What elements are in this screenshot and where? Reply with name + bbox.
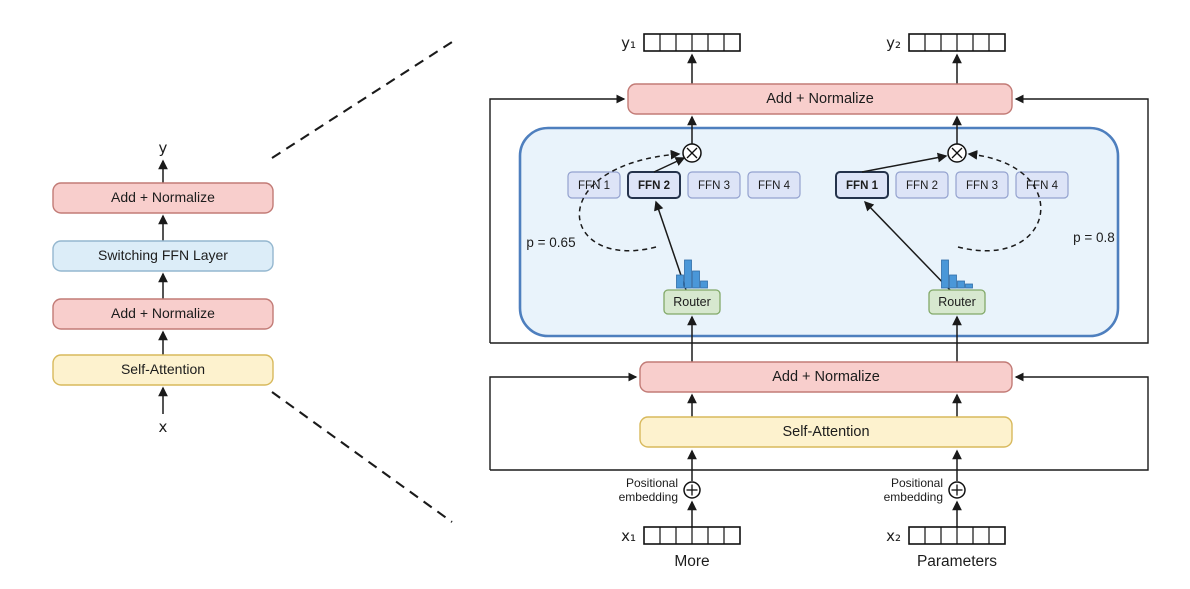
gate-cross: [686, 147, 698, 159]
output-y-label: y: [159, 139, 168, 157]
ffn1-label: FFN 1: [578, 180, 610, 192]
ffn3-label: FFN 3: [966, 180, 998, 192]
router-label-right: Router: [938, 295, 976, 309]
positional-embedding-line1: Positional: [626, 476, 678, 490]
zoom-connector-top: [271, 41, 453, 159]
add-normalize-mid-box: [639, 361, 1013, 393]
add-normalize-mid-label: Add + Normalize: [772, 369, 880, 385]
gate-probability-loop: [578, 149, 681, 252]
right-detail-panel: y₁ y₂ Add + Normalize: [489, 33, 1149, 570]
switching-ffn-container: [518, 126, 1120, 338]
router-histogram-right: [941, 259, 973, 289]
positional-embedding-left: Positional embedding: [619, 449, 701, 527]
ffn2-box: [895, 171, 949, 199]
switching-ffn-layer-label: Switching FFN Layer: [98, 247, 228, 263]
add-normalize-top-label: Add + Normalize: [766, 91, 874, 107]
left-add-normalize-bottom-box: [52, 298, 274, 330]
residual-skip-upper: [489, 94, 1149, 344]
left-add-normalize-top-box: [52, 182, 274, 214]
left-add-normalize-top-label: Add + Normalize: [111, 189, 215, 205]
histogram-bar: [700, 280, 708, 289]
ffn3-box: [955, 171, 1009, 199]
ffn3-box: [687, 171, 741, 199]
ffn3-label: FFN 3: [698, 180, 730, 192]
arrow-ffn2-to-gate: [653, 157, 686, 173]
residual-line-left: [489, 372, 638, 470]
caption-parameters: Parameters: [917, 553, 997, 570]
expert-group-left: FFN 1 FFN 2 FFN 3 FFN 4 p = 0.65 Router: [526, 115, 801, 315]
expert-group-right: FFN 1 FFN 2 FFN 3 FFN 4 p = 0.8 Router: [835, 115, 1115, 315]
zoom-connector-bottom: [271, 391, 453, 523]
input-grid-x1: x₁: [621, 526, 741, 545]
multiply-gate-icon: [947, 143, 967, 163]
multiply-gate-icon: [682, 143, 702, 163]
left-self-attention-box: [52, 354, 274, 386]
histogram-bar: [684, 259, 692, 289]
router-histogram-left: [676, 259, 708, 289]
positional-embedding-line2: embedding: [884, 490, 943, 504]
output-grid-y2: y₂: [886, 33, 1006, 52]
x2-label: x₂: [886, 527, 901, 545]
gate-probability-loop: [957, 150, 1042, 252]
ffn4-label: FFN 4: [1026, 180, 1059, 192]
switching-ffn-layer-box: [52, 240, 274, 272]
left-add-normalize-bottom-label: Add + Normalize: [111, 305, 215, 321]
router-box-right: [928, 289, 986, 315]
histogram-bar: [692, 270, 700, 289]
p-value-label-right: p = 0.8: [1073, 230, 1115, 245]
arrow-ffn1-to-gate: [861, 152, 948, 173]
y2-label: y₂: [886, 34, 901, 52]
histogram-bar: [957, 280, 965, 289]
x1-label: x₁: [621, 527, 636, 545]
self-attention-label: Self-Attention: [782, 424, 869, 440]
input-x-label: x: [159, 418, 168, 436]
p-value-label-left: p = 0.65: [526, 235, 575, 250]
router-label-left: Router: [673, 295, 711, 309]
ffn4-label: FFN 4: [758, 180, 791, 192]
histogram-bar: [941, 259, 949, 289]
arrow-router-to-ffn1: [863, 200, 951, 291]
residual-line-right: [490, 94, 1149, 344]
positional-embedding-line2: embedding: [619, 490, 678, 504]
caption-more: More: [674, 553, 709, 570]
self-attention-box: [639, 416, 1013, 448]
ffn1-label: FFN 1: [846, 180, 879, 192]
histogram-bar: [676, 274, 684, 289]
ffn2-label: FFN 2: [638, 180, 670, 192]
left-self-attention-label: Self-Attention: [121, 361, 205, 377]
residual-line-right: [490, 372, 1149, 471]
residual-skip-lower: [489, 372, 1149, 471]
histogram-bar: [949, 274, 957, 289]
left-stack-panel: y Add + Normalize Switching FFN Layer Ad…: [52, 139, 274, 436]
ffn2-label: FFN 2: [906, 180, 938, 192]
positional-embedding-line1: Positional: [891, 476, 943, 490]
residual-line-left: [489, 94, 626, 343]
add-normalize-top-box: [627, 83, 1013, 115]
ffn4-box: [747, 171, 801, 199]
output-grid-y1: y₁: [621, 33, 741, 52]
gate-cross: [951, 147, 963, 159]
input-grid-x2: x₂: [886, 526, 1006, 545]
histogram-bar: [965, 283, 973, 289]
y1-label: y₁: [621, 34, 636, 52]
positional-embedding-right: Positional embedding: [884, 449, 966, 527]
router-box-left: [663, 289, 721, 315]
